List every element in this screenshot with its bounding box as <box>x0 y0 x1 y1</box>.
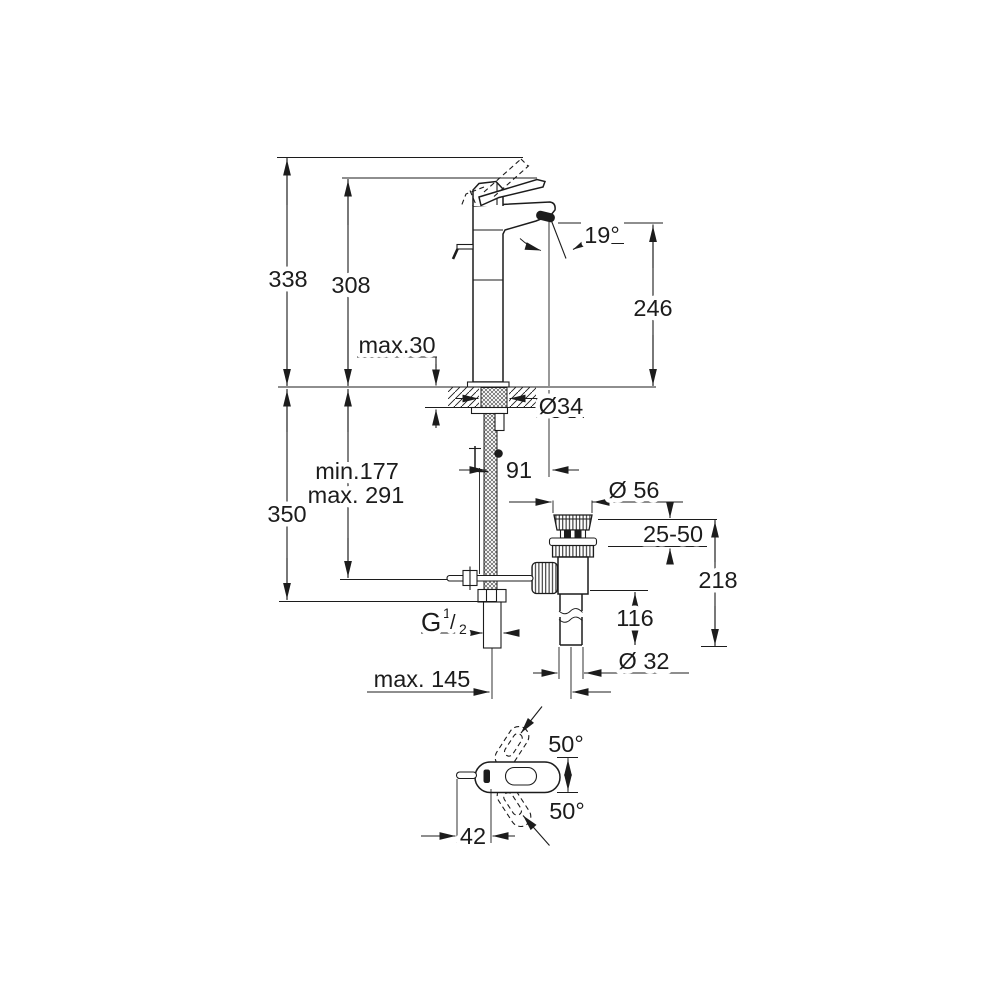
dim-116 <box>590 589 648 645</box>
handle-pivot-notch <box>483 769 490 783</box>
mounting-bolt <box>494 449 503 458</box>
deck-hatch-left <box>448 387 479 407</box>
label-height-to-handle: 308 <box>331 272 370 298</box>
label-spout-height: 246 <box>633 295 672 321</box>
pop-up-waste <box>446 514 598 699</box>
dim-min-max-hose <box>340 389 447 580</box>
label-hole-diameter: Ø34 <box>539 393 583 419</box>
handle-raised-dashed <box>460 158 530 207</box>
handle-top-view-slot <box>504 766 538 786</box>
dim-50-top <box>520 706 543 734</box>
label-thread-g: G <box>421 607 441 637</box>
dim-o34 <box>456 394 584 419</box>
braided-hose <box>483 413 498 590</box>
deck-hatch-right <box>509 387 536 407</box>
aerator <box>536 210 555 223</box>
locking-flange <box>470 406 509 415</box>
dim-338 <box>277 156 523 386</box>
deck-cross-section <box>278 386 656 409</box>
faucet-side-view <box>451 158 567 477</box>
label-below-deck-depth: 350 <box>267 501 306 527</box>
label-pivot-offset: 42 <box>460 823 486 849</box>
hex-nut <box>477 588 507 603</box>
label-total-height: 338 <box>268 266 307 292</box>
label-spout-reach: 91 <box>506 457 532 483</box>
pop-up-rod <box>446 574 534 582</box>
dimension-labels: 338 308 max.30 19° 246 Ø34 min.177 max. … <box>263 218 742 854</box>
label-waste-total-height: 218 <box>698 567 737 593</box>
label-thread-slash: / <box>450 612 456 634</box>
label-deck-thickness: max.30 <box>358 332 435 358</box>
shank-through-deck <box>480 387 508 408</box>
pop-up-knob <box>451 243 474 260</box>
label-swing-up: 50° <box>548 731 584 757</box>
dim-25-50 <box>598 502 717 565</box>
dim-50-bottom <box>522 815 550 846</box>
top-view <box>455 725 561 828</box>
spray-angle-line <box>550 220 567 259</box>
label-hose-to-waste-max: max. 145 <box>374 666 471 692</box>
dim-50-span <box>557 756 578 794</box>
waste-knurl-ring <box>551 544 595 558</box>
waste-tail-pipe <box>558 594 583 646</box>
dim-max30 <box>357 356 440 428</box>
spray-arc-arrow <box>519 238 542 251</box>
label-waste-cap-diameter: Ø 56 <box>609 477 660 503</box>
base-gasket <box>466 381 510 388</box>
mounting-stud <box>494 412 505 432</box>
g-half-tail <box>482 601 502 649</box>
waste-flange <box>548 537 598 547</box>
dim-218 <box>701 520 727 648</box>
label-hose-length-max: max. 291 <box>308 482 405 508</box>
waste-cap <box>553 514 593 531</box>
top-view-rod <box>455 771 478 780</box>
waste-side-knob <box>531 561 559 595</box>
label-hose-length-min: min.177 <box>315 458 399 484</box>
dimensions <box>277 156 727 846</box>
dim-308 <box>342 177 537 386</box>
label-thread-den: 2 <box>459 621 467 637</box>
label-waste-tail-height: 116 <box>616 605 653 631</box>
label-swing-down: 50° <box>549 798 585 824</box>
waste-tee-body <box>557 556 589 595</box>
handle-lever <box>478 178 546 207</box>
label-thread-size: G 1 / 2 <box>417 601 472 642</box>
dim-42 <box>421 779 515 843</box>
label-tail-pipe-diameter: Ø 32 <box>619 648 670 674</box>
faucet-body <box>472 201 556 383</box>
label-spray-angle: 19° <box>584 222 620 248</box>
dim-19deg <box>558 222 663 250</box>
dim-350 <box>279 389 497 603</box>
label-waste-adjustment: 25-50 <box>643 521 703 547</box>
supply-assembly <box>469 406 509 699</box>
